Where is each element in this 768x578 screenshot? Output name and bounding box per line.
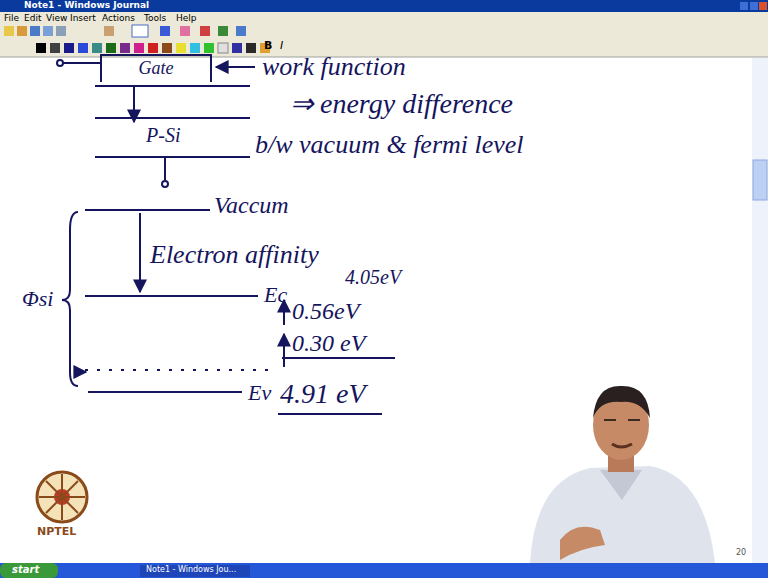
page-number: 20	[736, 548, 746, 557]
window-button	[750, 2, 758, 10]
quantity-label: Electron affinity	[150, 240, 319, 270]
value-label: 4.91 eV	[280, 378, 366, 410]
menu-item: Actions	[102, 13, 135, 23]
menu-item: Tools	[144, 13, 166, 23]
gate-box: Gate	[100, 54, 212, 82]
quantity-label: Φsi	[22, 286, 53, 311]
taskbar-label: Note1 - Windows Jou...	[146, 565, 236, 574]
lecturer	[530, 386, 715, 563]
value-label: 0.30 eV	[292, 330, 365, 358]
menu-item: Edit	[24, 13, 41, 23]
band-diagram	[62, 210, 395, 414]
menu-item: Help	[176, 13, 197, 23]
title-bar	[0, 0, 768, 12]
handwritten-note: ⇒ energy difference	[290, 88, 513, 120]
handwritten-note: work function	[262, 52, 406, 82]
value-label: 0.56eV	[292, 298, 359, 326]
start-button	[0, 563, 58, 578]
level-label: Ev	[248, 380, 271, 405]
value-label: 4.05eV	[345, 266, 401, 289]
close-button	[759, 2, 767, 10]
nptel-logo	[37, 472, 87, 522]
mos-structure	[57, 60, 255, 187]
material-label: P-Si	[146, 124, 180, 147]
menu-item: File	[4, 13, 19, 23]
handwritten-note: b/w vacuum & fermi level	[255, 130, 524, 160]
window-button	[740, 2, 748, 10]
scroll-thumb	[753, 160, 767, 200]
toolbar-area	[0, 12, 768, 57]
window-title: Note1 - Windows Journal	[24, 0, 149, 10]
color-palette	[36, 43, 270, 53]
level-label: Ec	[264, 282, 287, 307]
start-label: start	[12, 564, 39, 576]
level-label: Vaccum	[214, 192, 289, 220]
format-button: B	[264, 40, 272, 53]
gate-label: Gate	[102, 58, 210, 79]
toolbar-icons	[4, 25, 246, 37]
logo-text: NPTEL	[37, 526, 76, 539]
taskbar-button	[140, 565, 250, 577]
scrollbar	[752, 58, 768, 563]
menu-item: Insert	[70, 13, 96, 23]
menu-item: View	[46, 13, 67, 23]
format-button: I	[280, 40, 283, 53]
taskbar	[0, 563, 768, 578]
